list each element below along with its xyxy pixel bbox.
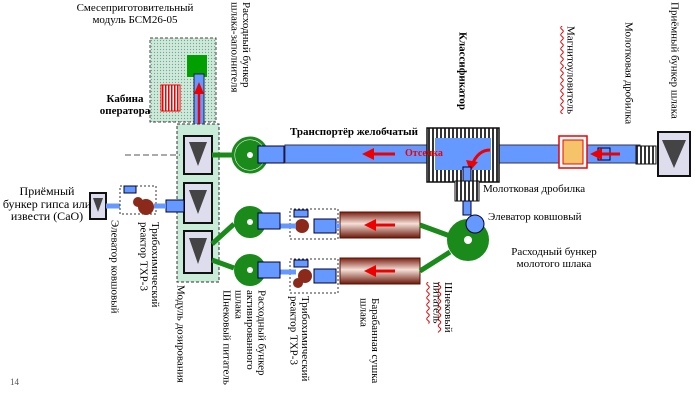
- slag-bunker-label: Приёмный бункер шлака: [668, 2, 681, 119]
- active-bunker-label: Расходный бункер активированного шлака: [232, 290, 268, 376]
- right-elevator: [465, 214, 485, 234]
- mid-reactor-frame-bottom: [289, 258, 339, 294]
- hammer-crusher-top: [635, 145, 657, 165]
- conveyor-label: Транспортёр желобчатый: [290, 126, 418, 138]
- left-reactor-label: Трибохимический реактор ТХР-3: [137, 222, 162, 308]
- conveyor-arrow: [362, 148, 374, 160]
- dosing-hoppers: [183, 135, 213, 274]
- mixing-module: [149, 37, 217, 123]
- left-elevator-frame: [119, 185, 157, 215]
- left-elevator-label: Элеватор ковшовый: [108, 220, 121, 314]
- page-number: 14: [10, 377, 19, 387]
- drum-dryer-label: Барабанная сушка шлака: [357, 298, 382, 384]
- screw-feeder-left-label: Шнековый питатель: [220, 290, 233, 385]
- cabin-label: Кабина оператора: [99, 93, 151, 117]
- dosing-module-label: Модуль дозирования: [174, 285, 187, 383]
- classifier-label: Классификатор: [456, 32, 469, 110]
- operator-cabin: [160, 84, 181, 112]
- mid-reactor-label: Трибохимический реактор ТХР-3: [287, 296, 312, 382]
- mid-reactor-top: [295, 219, 309, 233]
- magnetic-separator-label: Магнитоуловитель: [564, 26, 577, 114]
- slag-bunker: [657, 131, 691, 177]
- right-elevator-label: Элеватор ковшовый: [488, 211, 582, 223]
- mixer-block: [187, 55, 207, 77]
- ground-slag-bunker-label: Расходный бункер молотого шлака: [511, 246, 597, 270]
- module-label: Смесеприготовительный модуль БСМ26-05: [76, 2, 194, 26]
- hammer-crusher-top-label: Молотковая дробилка: [622, 22, 635, 125]
- screenings-label: Отсечка: [405, 148, 443, 159]
- screw-feeder-right-label: Шнековый питатель: [430, 282, 455, 333]
- hammer-crusher-mid: [454, 180, 480, 202]
- filler-bunker-label: Расходный бункер шлака-заполнителя: [228, 2, 253, 93]
- gypsum-bunker-label: Приёмный бункер гипса или извести (СаО): [2, 184, 92, 224]
- hammer-crusher-mid-label: Молотковая дробилка: [483, 183, 586, 195]
